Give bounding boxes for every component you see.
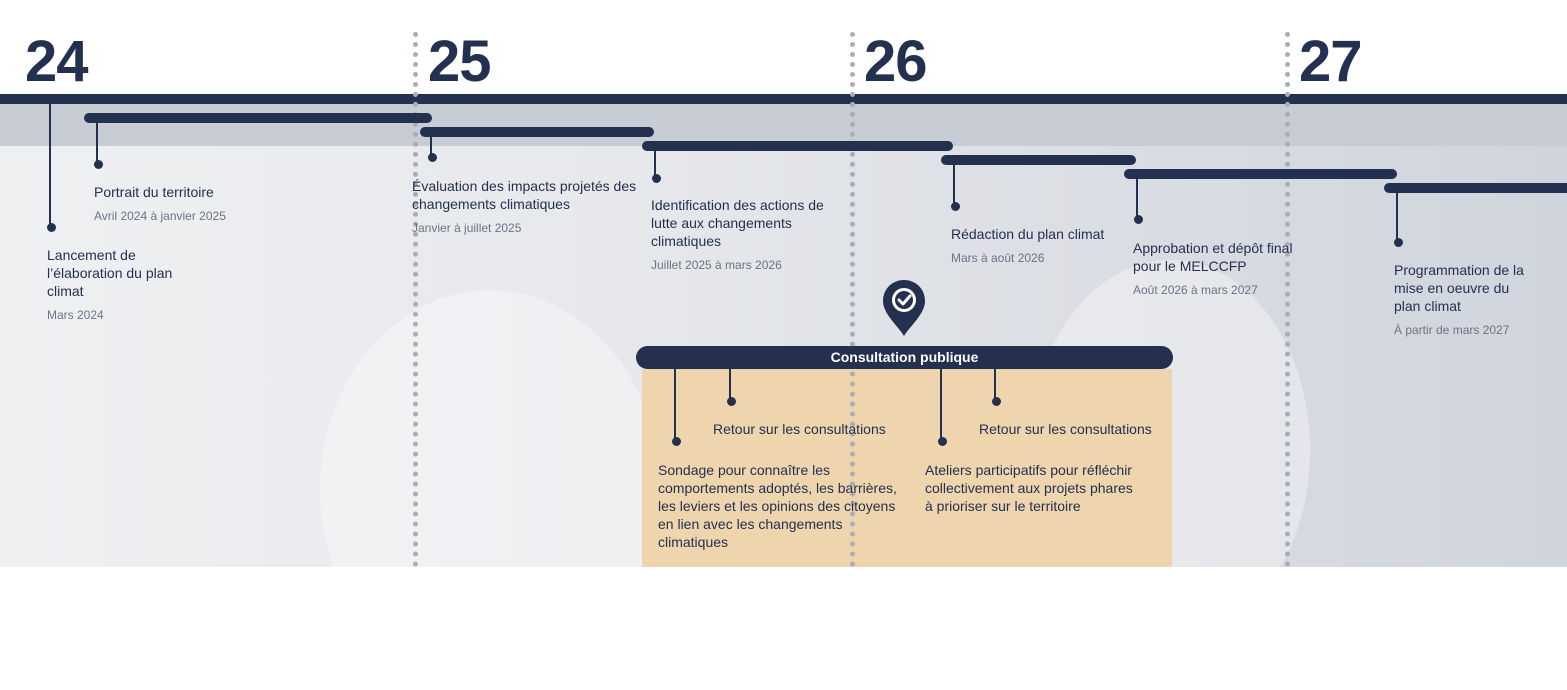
milestone-date: Mars 2024 [47, 308, 104, 322]
consultation-feedback: Retour sur les consultations [979, 421, 1152, 437]
milestone-date: Avril 2024 à janvier 2025 [94, 209, 226, 223]
year-divider [413, 32, 418, 567]
marker-dot [46, 223, 56, 232]
consultation-workshops: Ateliers participatifs pour réfléchir co… [925, 462, 1133, 514]
milestone-portrait: Portrait du territoire Avril 2024 à janv… [94, 183, 294, 223]
milestone-date: Juillet 2025 à mars 2026 [651, 258, 782, 272]
milestone-launch: Lancement de l’élaboration du plan clima… [47, 246, 197, 322]
phase-bar [941, 155, 1136, 165]
phase-bar [1124, 169, 1397, 179]
marker-dot [651, 174, 661, 183]
milestone-date: Janvier à juillet 2025 [412, 221, 522, 235]
marker-dot [726, 397, 736, 406]
marker-dot [671, 437, 681, 446]
year-label: 27 [1299, 29, 1363, 94]
milestone-evaluation: Évaluation des impacts projetés des chan… [412, 177, 637, 235]
year-label: 26 [864, 29, 928, 94]
marker-dot [950, 202, 960, 211]
connector [994, 369, 996, 400]
connector [49, 104, 51, 226]
marker-dot [427, 153, 437, 162]
connector [940, 369, 942, 440]
connector [953, 160, 955, 205]
phase-bar [642, 141, 953, 151]
connector [430, 132, 432, 156]
connector [729, 369, 731, 400]
connector [1136, 174, 1138, 218]
milestone-date: Août 2026 à mars 2027 [1133, 283, 1258, 297]
milestone-title: Lancement de l’élaboration du plan clima… [47, 247, 173, 299]
milestone-identification: Identification des actions de lutte aux … [651, 196, 831, 272]
phase-bar [84, 113, 432, 123]
consultation-survey: Sondage pour connaître les comportements… [658, 462, 897, 550]
milestone-approbation: Approbation et dépôt final pour le MELCC… [1133, 239, 1303, 297]
phase-bar [1384, 183, 1567, 193]
connector [674, 369, 676, 440]
consultation-title-bar: Consultation publique [636, 346, 1173, 369]
milestone-title: Identification des actions de lutte aux … [651, 197, 824, 249]
year-divider [1285, 32, 1290, 567]
milestone-title: Programmation de la mise en oeuvre du pl… [1394, 262, 1524, 314]
map-pin-check-icon [883, 280, 925, 336]
milestone-title: Évaluation des impacts projetés des chan… [412, 178, 637, 212]
year-label: 25 [428, 29, 492, 94]
phase-bar [420, 127, 654, 137]
timeline-band [0, 104, 1567, 146]
milestone-title: Approbation et dépôt final pour le MELCC… [1133, 240, 1293, 274]
year-divider [850, 32, 855, 567]
connector [1396, 188, 1398, 241]
consultation-feedback: Retour sur les consultations [713, 421, 886, 437]
milestone-redaction: Rédaction du plan climat Mars à août 202… [951, 225, 1131, 265]
milestone-programmation: Programmation de la mise en oeuvre du pl… [1394, 261, 1534, 337]
timeline-axis [0, 94, 1567, 104]
connector [96, 118, 98, 163]
marker-dot [991, 397, 1001, 406]
milestone-date: Mars à août 2026 [951, 251, 1045, 265]
marker-dot [937, 437, 947, 446]
marker-dot [93, 160, 103, 169]
milestone-title: Rédaction du plan climat [951, 226, 1105, 242]
year-label: 24 [25, 29, 89, 94]
marker-dot [1393, 238, 1403, 247]
decor-shape [320, 290, 660, 690]
milestone-date: À partir de mars 2027 [1394, 323, 1510, 337]
milestone-title: Portrait du territoire [94, 184, 214, 200]
connector [654, 146, 656, 177]
marker-dot [1133, 215, 1143, 224]
